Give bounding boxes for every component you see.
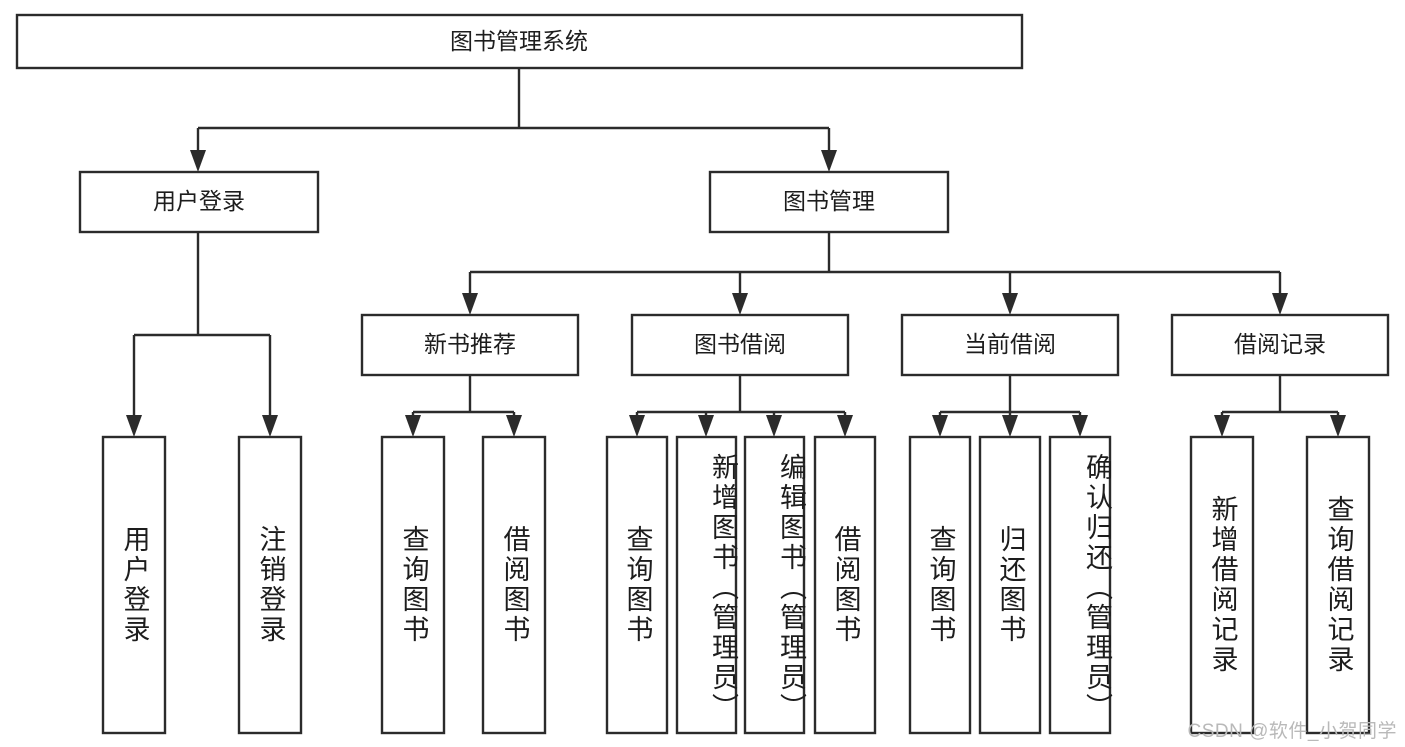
- arrowhead-book-manage: [821, 150, 837, 172]
- leaf-label-record-add: 新增借阅记录: [1207, 495, 1238, 675]
- node-root-box[interactable]: [15, 13, 1024, 70]
- node-layer: 图书管理系统 用户登录 图书管理 新书推荐 图书借阅 当前借阅 借阅记录: [15, 13, 1390, 735]
- leaf-label-logout: 注销登录: [255, 525, 286, 645]
- arrowhead-currentborrow-leaf-1: [932, 415, 948, 437]
- arrowhead-leaf-user-login: [126, 415, 142, 437]
- node-book-borrow-label: 图书借阅: [694, 331, 786, 357]
- node-borrow-record-label: 借阅记录: [1234, 331, 1326, 357]
- leaf-box-logout[interactable]: [237, 435, 303, 735]
- node-book-manage-box[interactable]: [708, 170, 950, 234]
- leaf-box-borrow-edit[interactable]: [743, 435, 806, 735]
- arrowhead-currentborrow-leaf-2: [1002, 415, 1018, 437]
- leaf-box-borrow-add[interactable]: [675, 435, 738, 735]
- leaf-label-newbook-borrow: 借阅图书: [499, 525, 530, 645]
- leaf-label-current-return: 归还图书: [995, 525, 1026, 645]
- arrowhead-leaf-logout: [262, 415, 278, 437]
- leaf-label-borrow-add: 新增图书（管理员）: [708, 453, 738, 723]
- leaf-label-borrow-edit: 编辑图书（管理员）: [776, 453, 806, 723]
- node-new-book-recommend-label: 新书推荐: [424, 331, 516, 357]
- leaf-label-current-confirm: 确认归还（管理员）: [1082, 453, 1112, 723]
- node-borrow-record-box[interactable]: [1170, 313, 1390, 377]
- arrowhead-newbook-leaf-1: [405, 415, 421, 437]
- leaf-box-record-add[interactable]: [1189, 435, 1255, 735]
- leaf-label-record-query: 查询借阅记录: [1323, 495, 1354, 675]
- node-user-login-label: 用户登录: [153, 188, 245, 214]
- arrowhead-currentborrow-leaf-3: [1072, 415, 1088, 437]
- node-root-label: 图书管理系统: [450, 28, 588, 54]
- leaf-box-newbook-query[interactable]: [380, 435, 446, 735]
- arrowhead-borrowrecord-leaf-1: [1214, 415, 1230, 437]
- leaf-label-borrow-lend: 借阅图书: [830, 525, 861, 645]
- node-book-borrow-box[interactable]: [630, 313, 850, 377]
- leaf-box-newbook-borrow[interactable]: [481, 435, 547, 735]
- connector-layer: [126, 68, 1346, 437]
- arrowhead-bookborrow-leaf-1: [629, 415, 645, 437]
- arrowhead-user-login: [190, 150, 206, 172]
- arrowhead-newbook: [462, 293, 478, 315]
- node-current-borrow-label: 当前借阅: [964, 331, 1056, 357]
- arrowhead-newbook-leaf-2: [506, 415, 522, 437]
- arrowhead-borrowrecord-leaf-2: [1330, 415, 1346, 437]
- leaf-box-borrow-lend[interactable]: [813, 435, 877, 735]
- arrowhead-bookborrow: [732, 293, 748, 315]
- leaf-label-current-query: 查询图书: [925, 525, 956, 645]
- leaf-box-current-return[interactable]: [978, 435, 1042, 735]
- node-current-borrow-box[interactable]: [900, 313, 1120, 377]
- leaf-box-user-login[interactable]: [101, 435, 167, 735]
- leaf-box-current-confirm[interactable]: [1048, 435, 1112, 735]
- arrowhead-bookborrow-leaf-3: [766, 415, 782, 437]
- arrowhead-currentborrow: [1002, 293, 1018, 315]
- node-new-book-recommend-box[interactable]: [360, 313, 580, 377]
- leaf-label-newbook-query: 查询图书: [398, 525, 429, 645]
- csdn-watermark: CSDN @软件_小贺同学: [1187, 721, 1397, 742]
- leaf-box-record-query[interactable]: [1305, 435, 1371, 735]
- leaf-label-user-login: 用户登录: [119, 525, 150, 645]
- leaf-box-current-query[interactable]: [908, 435, 972, 735]
- arrowhead-borrowrecord: [1272, 293, 1288, 315]
- leaf-box-borrow-query[interactable]: [605, 435, 669, 735]
- arrowhead-bookborrow-leaf-4: [837, 415, 853, 437]
- node-user-login-box[interactable]: [78, 170, 320, 234]
- leaf-label-borrow-query: 查询图书: [622, 525, 653, 645]
- arrowhead-bookborrow-leaf-2: [698, 415, 714, 437]
- node-book-manage-label: 图书管理: [783, 188, 875, 214]
